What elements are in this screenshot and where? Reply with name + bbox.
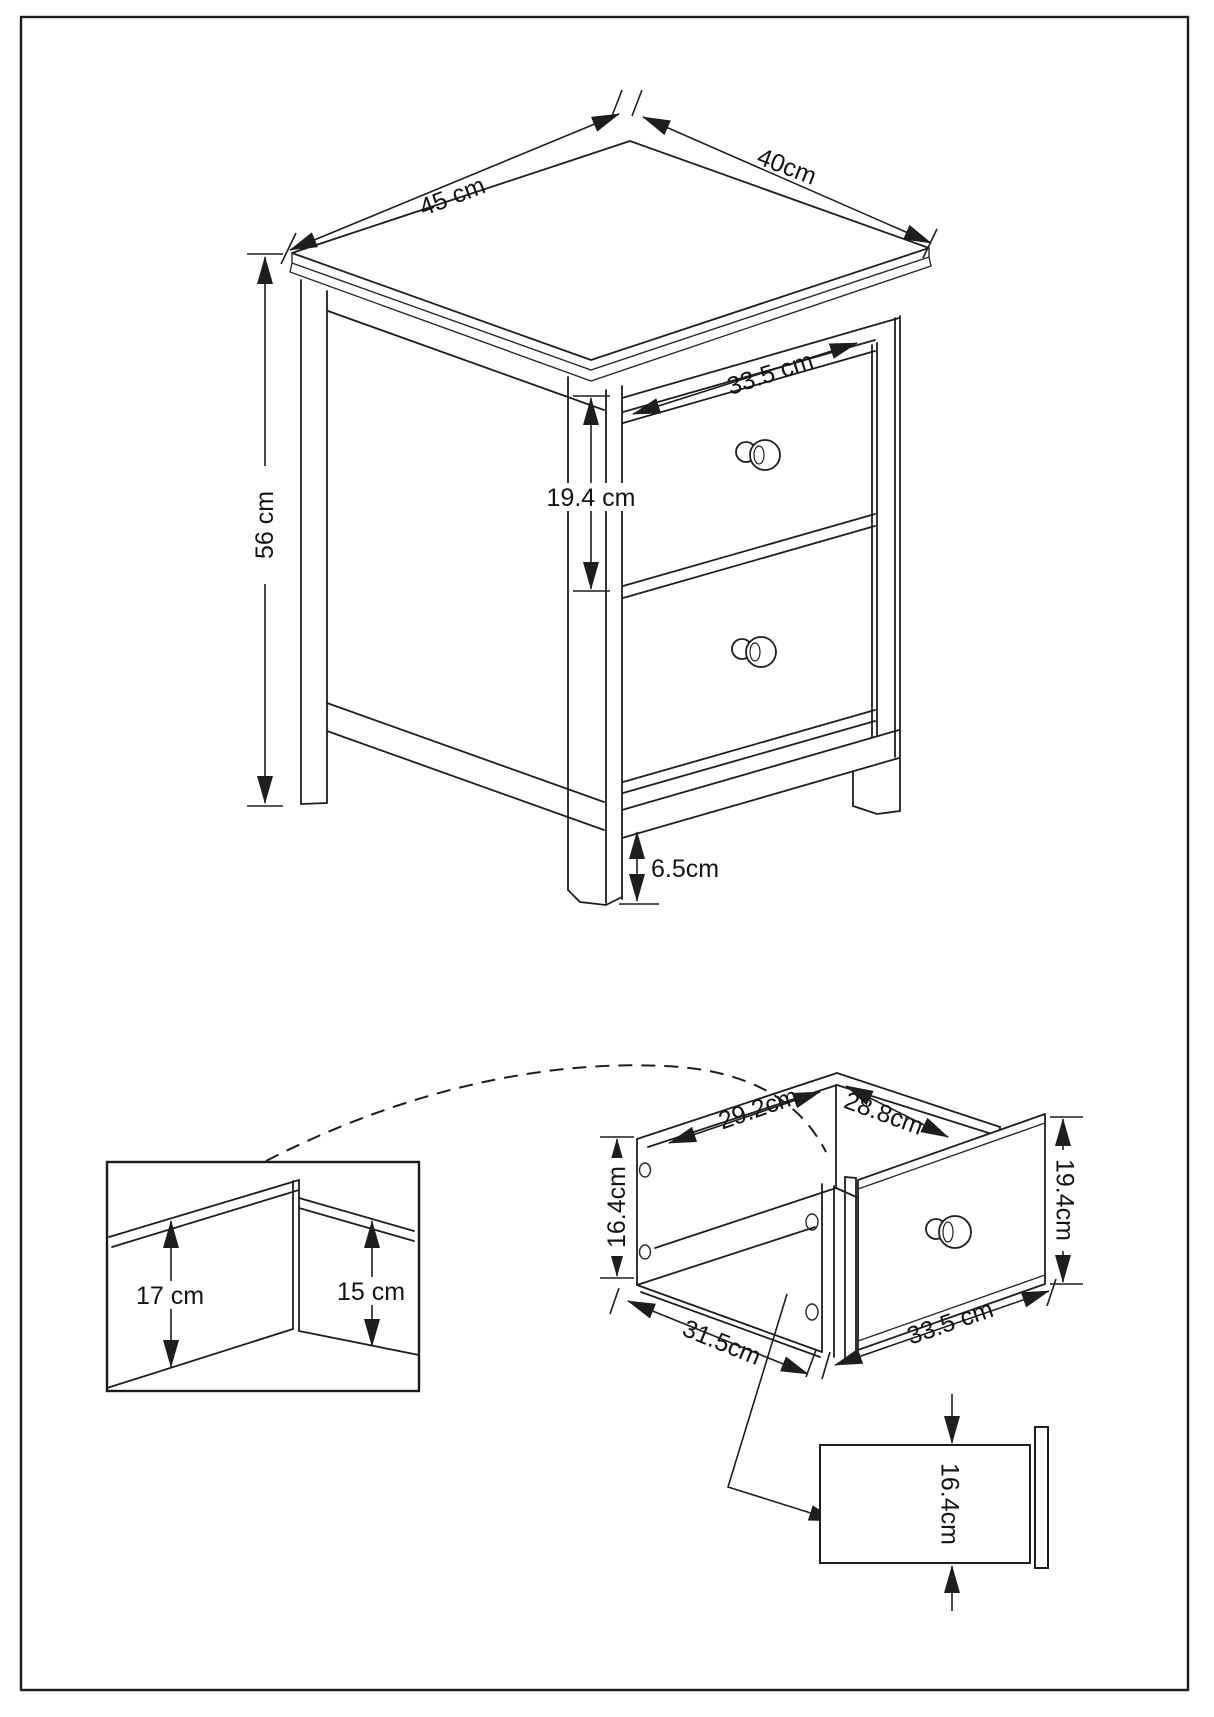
nightstand-tabletop [289, 140, 932, 382]
corner-detail-panels [106, 1179, 420, 1389]
dim-label-side-panel-height: 15 cm [337, 1278, 405, 1306]
dim-label-back-panel-height: 17 cm [136, 1282, 204, 1310]
nightstand-right-side [621, 315, 901, 839]
dim-label-inner-width: 28.8cm [840, 1087, 927, 1141]
dim-label-drawer-height: 19.4 cm [547, 484, 636, 512]
dim-overall-height: 56 cm [247, 253, 283, 807]
page-border [19, 15, 1190, 1692]
bottom-panel-leader-line [727, 1293, 837, 1522]
bottom-panel-detail: 16.4cm [819, 1394, 1049, 1611]
nightstand-right-leg [852, 759, 901, 815]
drawer-knob-bottom [731, 636, 777, 668]
dim-drawer-width: 33.5 cm [632, 342, 858, 415]
dim-back-panel-height: 17 cm [131, 1220, 209, 1368]
dim-label-box-width: 31.5cm [678, 1314, 765, 1371]
nightstand-front-leg [567, 376, 623, 906]
dim-label-top-depth: 40cm [753, 143, 820, 191]
dim-label-foot-clearance: 6.5cm [651, 855, 719, 883]
dim-foot-clearance: 6.5cm [619, 831, 719, 905]
drawer-detail-knob [925, 1215, 972, 1249]
dim-label-inner-depth: 29.2cm [715, 1082, 802, 1135]
dim-side-panel-height: 15 cm [333, 1220, 411, 1347]
dim-inner-width: 28.8cm [840, 1085, 949, 1141]
dim-label-front-height: 19.4cm [1050, 1159, 1078, 1241]
dim-label-side-height: 16.4cm [603, 1166, 631, 1248]
nightstand-left-side [300, 279, 605, 831]
corner-detail-box: 17 cm 15 cm [105, 1160, 421, 1393]
detail-callout-curve [265, 1064, 827, 1162]
dim-drawer-height: 19.4 cm [543, 395, 639, 592]
dim-front-height: 19.4cm [1050, 1116, 1083, 1285]
drawer-knob-top [735, 439, 781, 471]
dim-label-overall-height: 56 cm [251, 491, 279, 559]
dim-side-height: 16.4cm [600, 1136, 634, 1279]
dim-label-panel-height: 16.4cm [935, 1463, 963, 1545]
drawer-front-bottom [622, 636, 876, 794]
nightstand-figure: 45 cm 40cm 56 cm 33.5 cm 19. [247, 89, 938, 906]
